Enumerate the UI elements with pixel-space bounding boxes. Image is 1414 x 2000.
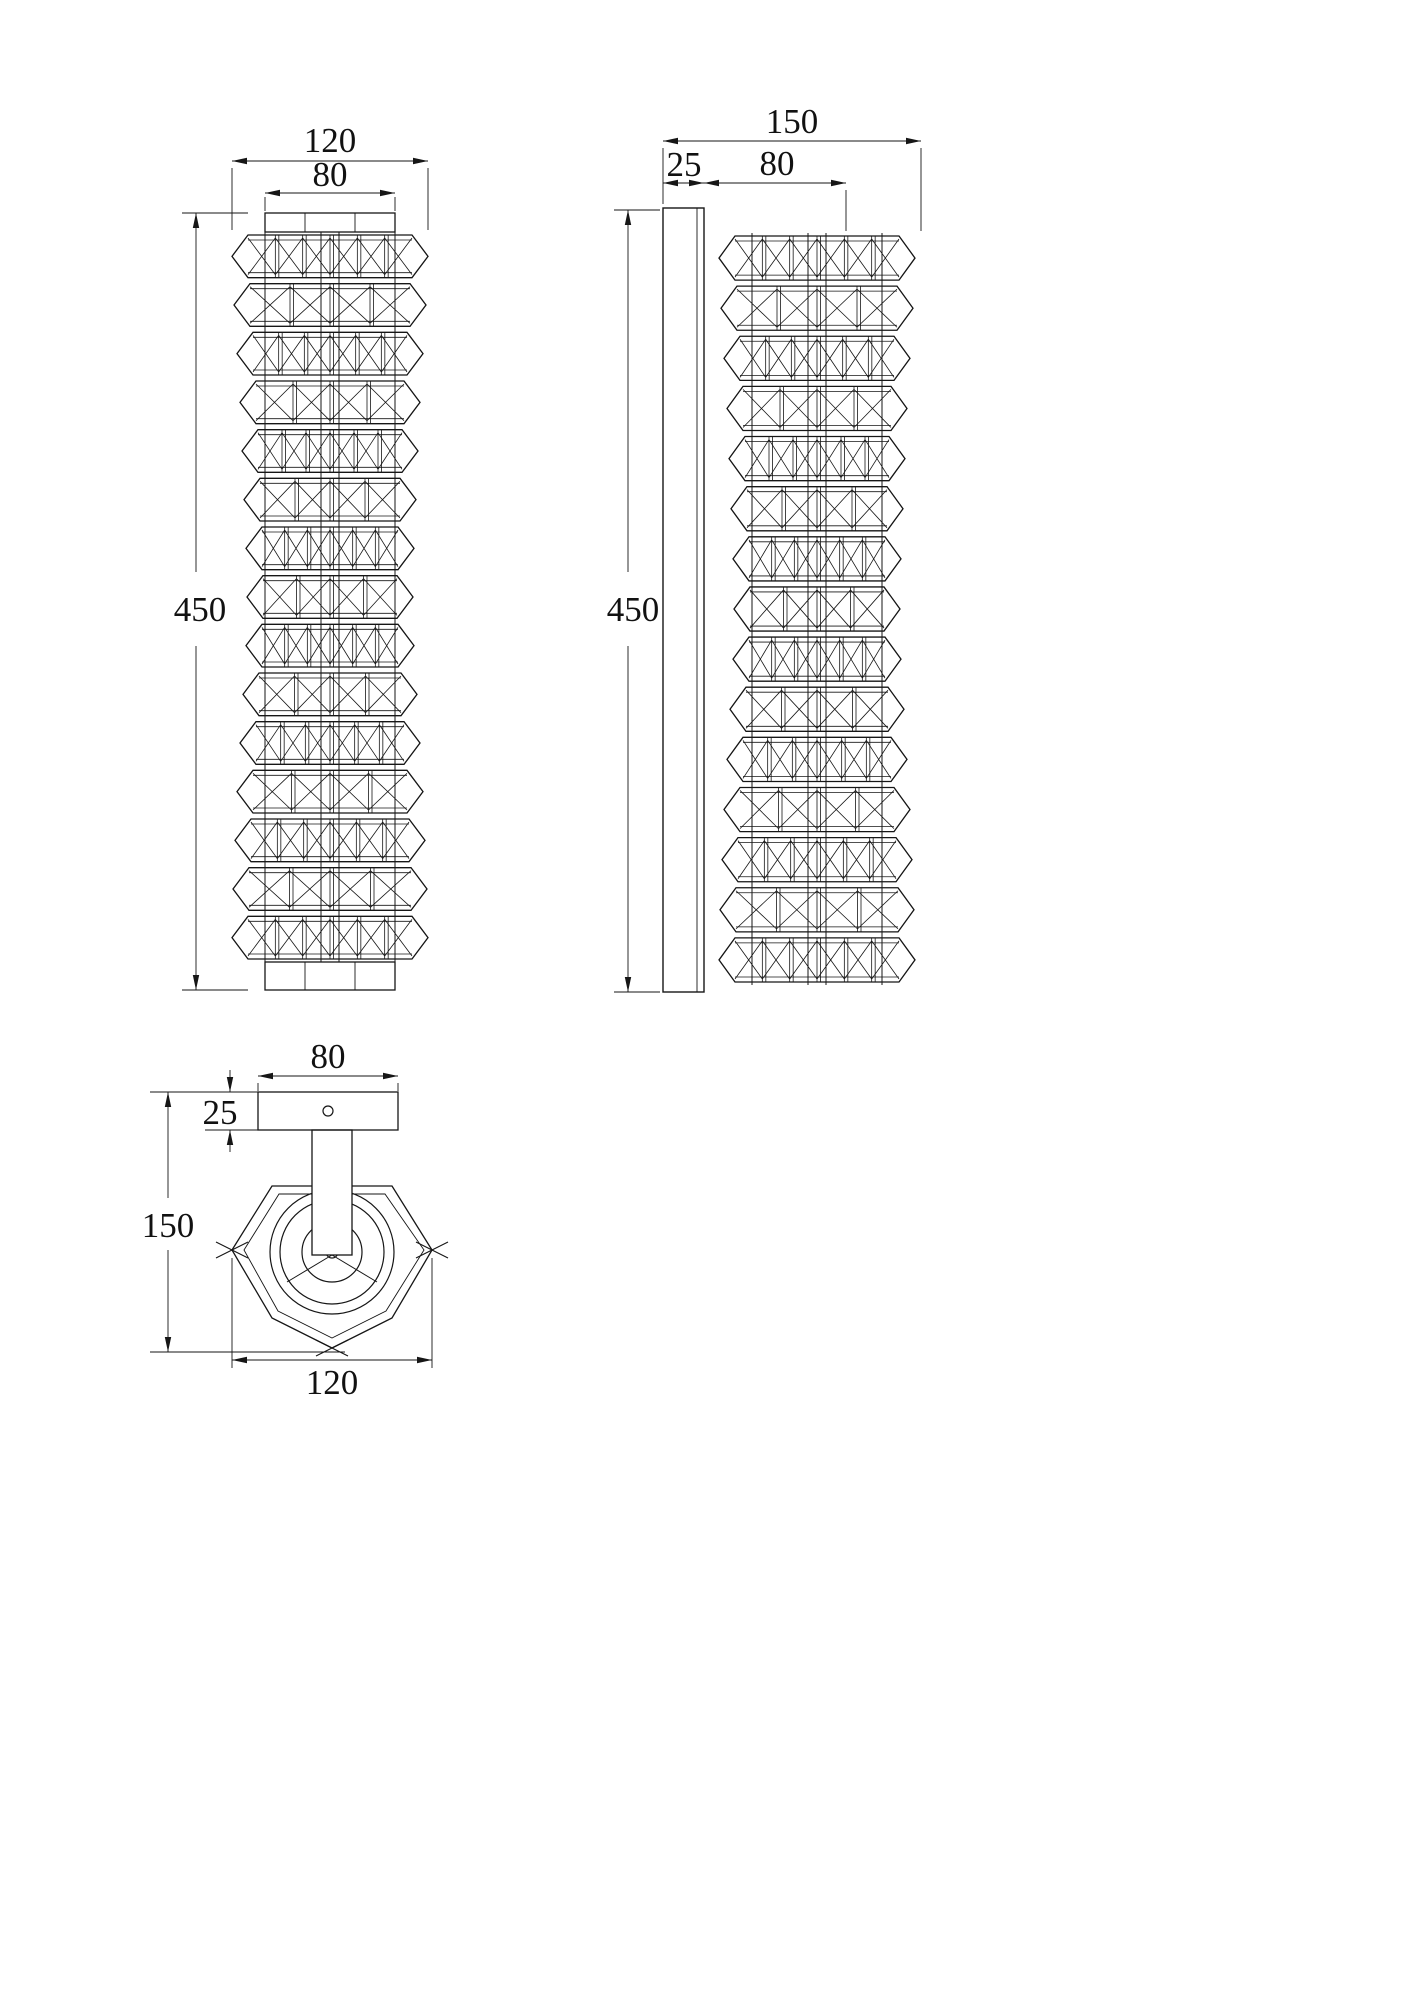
side-dim-width-inner-label: 80 [760,144,795,183]
side-dim-backplate-label: 25 [667,145,702,184]
plan-dim-plate-depth-label: 25 [203,1093,238,1132]
plan-view-geometry [150,1070,449,1368]
plan-dim-width-label: 120 [306,1363,359,1402]
front-dim-width-inner-label: 80 [313,155,348,194]
side-dim-height-label: 450 [607,590,660,629]
side-view-geometry [614,137,922,993]
front-view-geometry [182,157,429,991]
plan-dim-plate-width-label: 80 [311,1037,346,1076]
plan-dim-total-depth-label: 150 [142,1206,195,1245]
side-dim-width-total-label: 150 [766,102,819,141]
dimension-labels: 120 80 450 150 25 80 450 80 25 150 120 [142,102,819,1402]
front-dim-width-outer-label: 120 [304,121,357,160]
front-dim-height-label: 450 [174,590,227,629]
